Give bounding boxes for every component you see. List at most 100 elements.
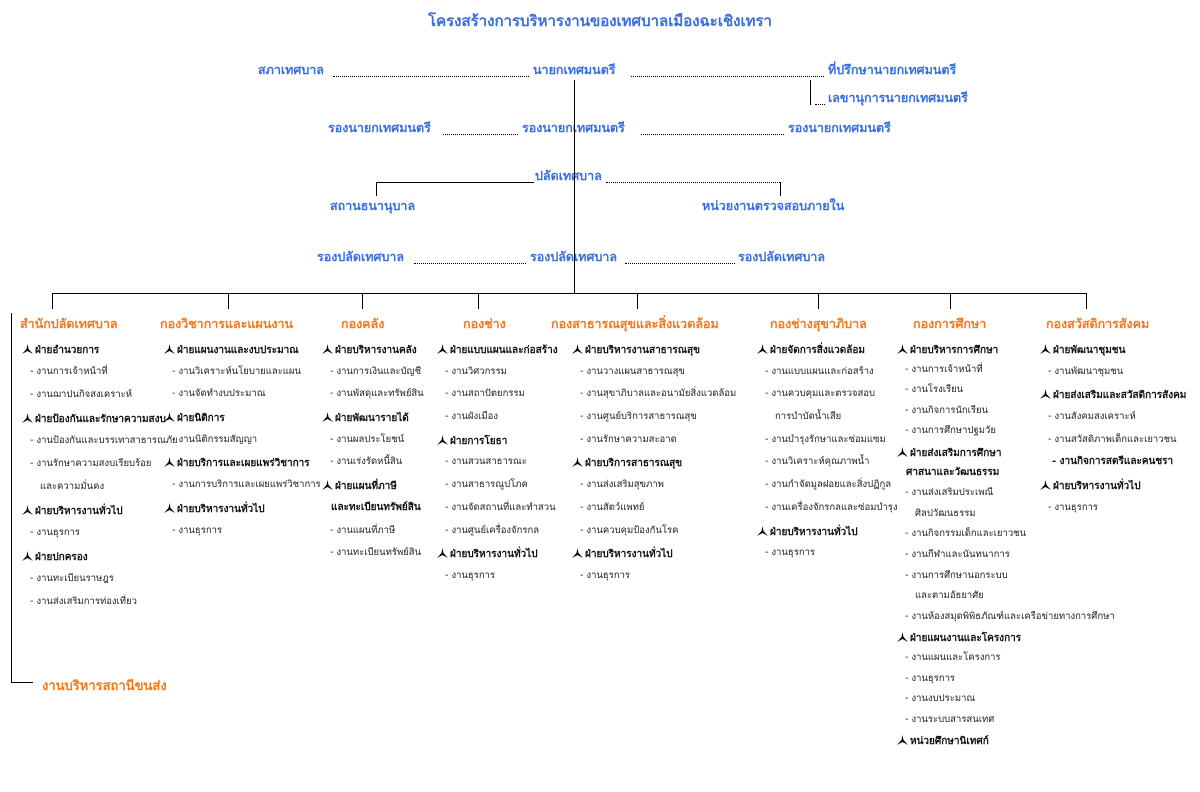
audit-unit-label: หน่วยงานตรวจสอบภายใน: [702, 198, 845, 213]
section-item: ฝ่ายพัฒนาชุมชน: [1040, 344, 1125, 356]
task-item: - งานป้องกันและบรรเทาสาธารณภัย: [30, 435, 178, 446]
department-header: กองช่างสุขาภิบาล: [770, 316, 867, 331]
section-label: ฝ่ายจัดการสิ่งแวดล้อม: [770, 345, 865, 356]
branch-arrow-icon: [572, 548, 583, 558]
task-item: - งานเร่งรัดหนี้สิน: [330, 456, 403, 467]
secretary-label: เลขานุการนายกเทศมนตรี: [828, 90, 968, 105]
deputy-mayor-left: รองนายกเทศมนตรี: [328, 120, 431, 135]
dotted-connector: [606, 182, 780, 183]
task-item: - งานการบริการและเผยแพร่วิชาการ: [172, 479, 321, 490]
task-item: และตามอัธยาศัย: [915, 590, 984, 601]
task-item: - งานควบคุมป้องกันโรค: [580, 525, 679, 536]
department-drop-line: [362, 293, 363, 309]
section-item: ฝ่ายบริหารงานทั่วไป: [1040, 480, 1141, 492]
kindergarten-label: สถานธนานุบาล: [330, 198, 416, 213]
task-item: - งานพัสดุและทรัพย์สิน: [330, 388, 424, 399]
section-label: ฝ่ายนิติการ: [177, 413, 225, 424]
task-item: - งานรักษาความสะอาด: [580, 434, 677, 445]
branch-arrow-icon: [757, 344, 768, 354]
task-item: - งานควบคุมและตรวจสอบ: [765, 388, 876, 399]
task-item: - งานแผนที่ภาษี: [330, 525, 396, 536]
section-label: ฝ่ายส่งเสริมการศึกษา: [910, 448, 1002, 459]
task-item: - งานผลประโยชน์: [330, 434, 405, 445]
section-item: ฝ่ายบริหารงานทั่วไป: [22, 505, 123, 517]
section-label: ฝ่ายแผนงานและโครงการ: [910, 633, 1022, 644]
section-label: ฝ่ายบริหารงานทั่วไป: [177, 504, 265, 515]
section-item: ฝ่ายบริหารงานคลัง: [322, 344, 417, 356]
section-item: ฝ่ายพัฒนารายได้: [322, 412, 409, 424]
branch-arrow-icon: [22, 344, 33, 354]
section-item: ฝ่ายส่งเสริมการศึกษา: [897, 447, 1001, 459]
branch-arrow-icon: [437, 344, 448, 354]
section-item-continued: และทะเบียนทรัพย์สิน: [331, 502, 421, 513]
task-item: - งานการเงินและบัญชี: [330, 366, 422, 377]
branch-arrow-icon: [1040, 344, 1051, 354]
task-item: และความมั่นคง: [40, 481, 105, 492]
section-label: ฝ่ายบริหารการศึกษา: [910, 345, 999, 356]
branch-arrow-icon: [22, 413, 33, 423]
department-drop-line: [637, 293, 638, 309]
section-label: ฝ่ายบริหารงานคลัง: [335, 345, 417, 356]
section-label: ฝ่ายส่งเสริมและสวัสดิการสังคม: [1053, 390, 1187, 401]
task-item: - งานโรงเรียน: [905, 384, 964, 395]
task-item: - งานระบบสารสนเทศ: [905, 714, 995, 725]
task-item: - งานธุรการ: [30, 527, 81, 538]
branch-arrow-icon: [322, 412, 333, 422]
task-item: - งานจัดทำงบประมาณ: [172, 388, 266, 399]
section-label: ฝ่ายบริหารงานทั่วไป: [585, 549, 673, 560]
departments-bus-line: [52, 293, 1087, 294]
task-item: - งานทะเบียนทรัพย์สิน: [330, 547, 422, 558]
section-label: ฝ่ายแบบแผนและก่อสร้าง: [450, 345, 558, 356]
task-item: - งานวิเคราะห์นโยบายและแผน: [172, 366, 301, 377]
branch-arrow-icon: [164, 503, 175, 513]
section-item: ฝ่ายบริหารงานสาธารณสุข: [572, 344, 700, 356]
department-header: กองสาธารณสุขและสิ่งแวดล้อม: [551, 316, 719, 331]
section-item: หน่วยศึกษานิเทศก์: [897, 735, 989, 747]
bottom-unit-line: [11, 682, 33, 683]
dotted-connector: [414, 263, 526, 264]
task-item: - งานธุรการ: [580, 570, 631, 581]
section-item: ฝ่ายบริการและเผยแพร่วิชาการ: [164, 457, 310, 469]
section-item: ฝ่ายบริหารงานทั่วไป: [437, 548, 538, 560]
branch-arrow-icon: [1040, 389, 1051, 399]
task-item: - งานกิจการนักเรียน: [905, 405, 989, 416]
deputy-mayor-center: รองนายกเทศมนตรี: [522, 121, 625, 135]
task-item: - งานสวัสดิภาพเด็กและเยาวชน: [1048, 434, 1177, 445]
task-item: - งานส่งเสริมการท่องเที่ยว: [30, 596, 137, 607]
branch-arrow-icon: [437, 548, 448, 558]
task-item: - งานส่งเสริมประเพณี: [905, 487, 994, 498]
section-label: ฝ่ายป้องกันและรักษาความสงบ: [35, 414, 166, 425]
dotted-connector: [333, 76, 529, 77]
task-item: - งานธุรการ: [1048, 502, 1099, 513]
dotted-connector: [641, 134, 784, 135]
branch-arrow-icon: [22, 505, 33, 515]
section-label: ฝ่ายพัฒนารายได้: [335, 413, 409, 424]
task-item: - งานห้องสมุดพิพิธภัณฑ์และเครือข่ายทางกา…: [905, 611, 1115, 622]
main-vertical-line: [574, 80, 575, 293]
deputy-clerk-left: รองปลัดเทศบาล: [317, 249, 405, 264]
task-item: - งานส่งเสริมสุขภาพ: [580, 479, 664, 490]
task-item: - งานจัดสถานที่และทำสวน: [445, 502, 556, 513]
department-header: สำนักปลัดเทศบาล: [20, 316, 118, 331]
task-item: - งานวิเคราะห์คุณภาพน้ำ: [765, 456, 870, 467]
task-item: - งานผังเมือง: [445, 411, 498, 422]
department-drop-line: [478, 293, 479, 309]
task-item: - งานธุรการ: [765, 547, 816, 558]
task-item: - งานการเจ้าหน้าที่: [905, 364, 983, 375]
section-item: ฝ่ายนิติการ: [164, 412, 225, 424]
section-label: ฝ่ายพัฒนาชุมชน: [1053, 345, 1126, 356]
bottom-unit-line: [11, 313, 12, 682]
branch-arrow-icon: [164, 457, 175, 467]
task-item: - งานรักษาความสงบเรียบร้อย: [30, 458, 152, 469]
task-item: - งานกิจกรรมเด็กและเยาวชน: [905, 528, 1027, 539]
section-item: ฝ่ายบริการสาธารณสุข: [572, 457, 682, 469]
section-item: ฝ่ายป้องกันและรักษาความสงบ: [22, 413, 166, 425]
section-label: ฝ่ายบริหารงานทั่วไป: [1053, 481, 1141, 492]
section-item: ฝ่ายบริหารงานทั่วไป: [164, 503, 265, 515]
task-item: - งานธุรการ: [172, 525, 223, 536]
task-item: - งานสาธารณูปโภค: [445, 479, 528, 490]
section-item: ฝ่ายจัดการสิ่งแวดล้อม: [757, 344, 865, 356]
section-item: ฝ่ายการโยธา: [437, 435, 507, 447]
branch-arrow-icon: [22, 551, 33, 561]
